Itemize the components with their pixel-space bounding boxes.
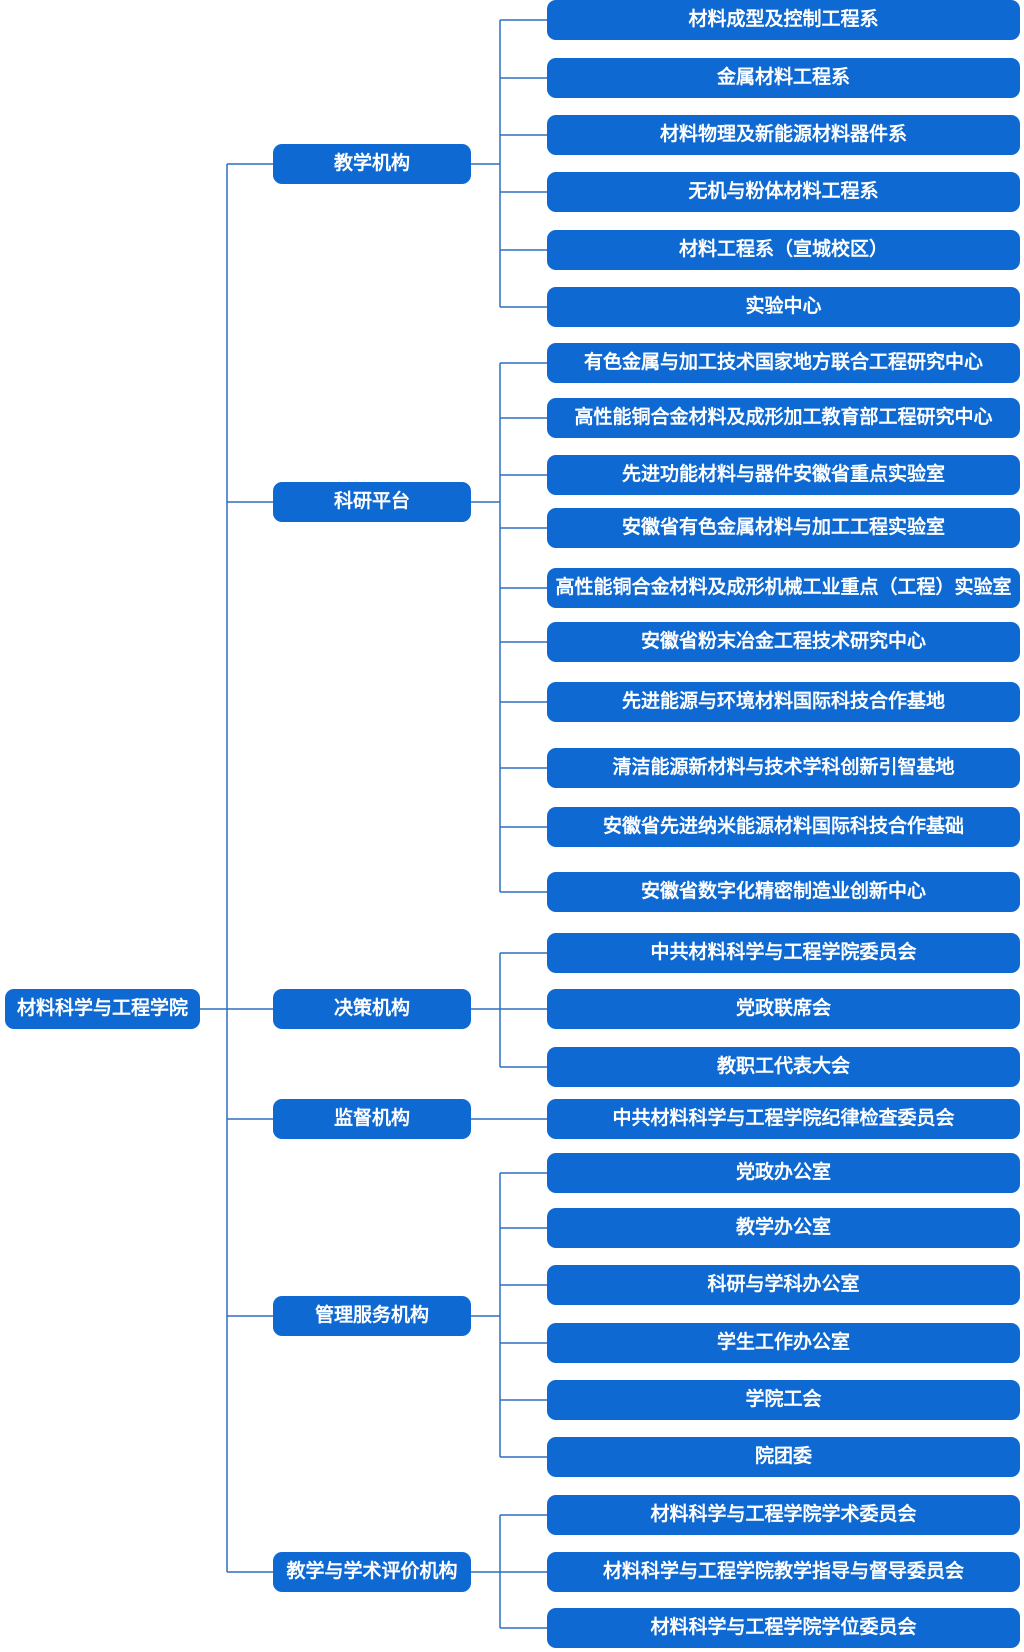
org-leaf-node: 学生工作办公室 — [547, 1323, 1020, 1363]
org-leaf-node: 安徽省粉末冶金工程技术研究中心 — [547, 622, 1020, 662]
org-leaf-node: 安徽省数字化精密制造业创新中心 — [547, 872, 1020, 912]
org-leaf-node: 党政办公室 — [547, 1153, 1020, 1193]
org-leaf-node: 教职工代表大会 — [547, 1047, 1020, 1087]
org-leaf-node: 高性能铜合金材料及成形机械工业重点（工程）实验室 — [547, 568, 1020, 608]
org-leaf-node: 学院工会 — [547, 1380, 1020, 1420]
org-leaf-node: 材料科学与工程学院学位委员会 — [547, 1608, 1020, 1648]
category-research: 科研平台 — [273, 482, 471, 522]
org-leaf-node: 科研与学科办公室 — [547, 1265, 1020, 1305]
org-leaf-node: 先进功能材料与器件安徽省重点实验室 — [547, 455, 1020, 495]
category-decision: 决策机构 — [273, 989, 471, 1029]
org-leaf-node: 材料科学与工程学院学术委员会 — [547, 1495, 1020, 1535]
org-leaf-node: 金属材料工程系 — [547, 58, 1020, 98]
org-leaf-node: 教学办公室 — [547, 1208, 1020, 1248]
org-leaf-node: 安徽省先进纳米能源材料国际科技合作基础 — [547, 807, 1020, 847]
org-leaf-node: 先进能源与环境材料国际科技合作基地 — [547, 682, 1020, 722]
category-evaluation: 教学与学术评价机构 — [273, 1552, 471, 1592]
category-teaching: 教学机构 — [273, 144, 471, 184]
org-leaf-node: 中共材料科学与工程学院纪律检查委员会 — [547, 1099, 1020, 1139]
org-leaf-node: 安徽省有色金属材料与加工工程实验室 — [547, 508, 1020, 548]
category-management: 管理服务机构 — [273, 1296, 471, 1336]
org-leaf-node: 清洁能源新材料与技术学科创新引智基地 — [547, 748, 1020, 788]
org-leaf-node: 有色金属与加工技术国家地方联合工程研究中心 — [547, 343, 1020, 383]
org-leaf-node: 材料工程系（宣城校区） — [547, 230, 1020, 270]
root-node: 材料科学与工程学院 — [5, 989, 200, 1029]
org-leaf-node: 实验中心 — [547, 287, 1020, 327]
org-leaf-node: 高性能铜合金材料及成形加工教育部工程研究中心 — [547, 398, 1020, 438]
org-leaf-node: 中共材料科学与工程学院委员会 — [547, 933, 1020, 973]
org-leaf-node: 党政联席会 — [547, 989, 1020, 1029]
org-leaf-node: 材料成型及控制工程系 — [547, 0, 1020, 40]
org-leaf-node: 材料科学与工程学院教学指导与督导委员会 — [547, 1552, 1020, 1592]
org-leaf-node: 无机与粉体材料工程系 — [547, 172, 1020, 212]
org-leaf-node: 院团委 — [547, 1437, 1020, 1477]
category-supervision: 监督机构 — [273, 1099, 471, 1139]
org-leaf-node: 材料物理及新能源材料器件系 — [547, 115, 1020, 155]
